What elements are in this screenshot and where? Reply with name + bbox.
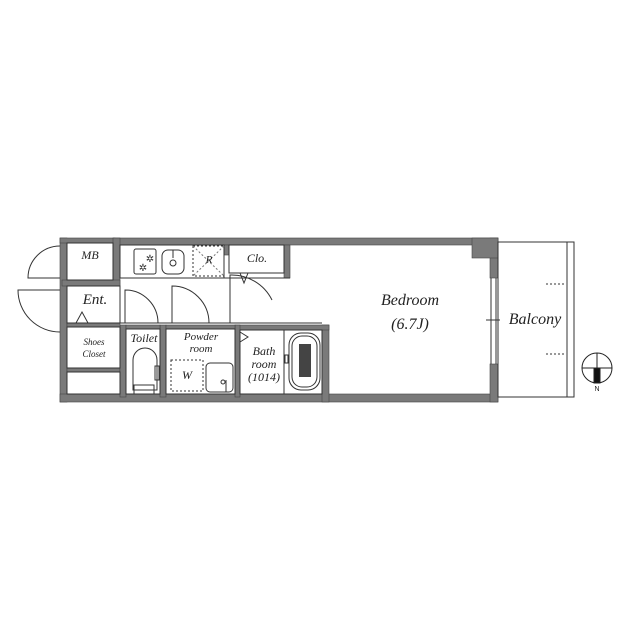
vanity-sink-icon [205, 362, 234, 393]
washer-space [170, 359, 204, 392]
stove-icon: ✲ ✲ [133, 248, 157, 275]
room-label-bath-3: (1014) [248, 370, 280, 384]
washer-label: W [182, 368, 192, 382]
balcony-markers [546, 283, 566, 355]
thin-lines [66, 241, 575, 398]
room-label-toilet: Toilet [130, 331, 158, 345]
room-label-bath-2: room [251, 357, 277, 371]
bath-door-marker [239, 331, 249, 343]
refrigerator-space [192, 245, 225, 277]
door-swings [17, 245, 273, 333]
room-label-powder-2: room [189, 343, 213, 355]
kitchen-sink-icon [161, 249, 185, 275]
room-label-entrance: Ent. [82, 292, 108, 308]
room-label-shoes-closet-2: Closet [82, 349, 106, 359]
room-label-mb: MB [81, 248, 99, 262]
room-label-closet: Clo. [246, 251, 268, 265]
walls [59, 237, 499, 403]
compass-north-label: N [594, 386, 600, 393]
room-label-shoes-closet-1: Shoes [83, 337, 105, 347]
refrigerator-label: R [205, 254, 213, 266]
north-compass-icon [581, 352, 613, 384]
closet-door-marker [239, 272, 249, 285]
svg-text:✲: ✲ [146, 254, 154, 265]
room-label-bedroom: Bedroom [380, 292, 440, 309]
room-label-powder-1: Powder [183, 331, 219, 343]
svg-text:✲: ✲ [139, 263, 147, 274]
entrance-step-icon [75, 310, 89, 324]
toilet-icon [132, 347, 160, 395]
room-label-balcony: Balcony [508, 311, 562, 328]
bathtub-icon [284, 332, 321, 391]
room-label-bedroom-size: (6.7J) [391, 316, 429, 333]
room-label-bath-1: Bath [252, 344, 276, 358]
